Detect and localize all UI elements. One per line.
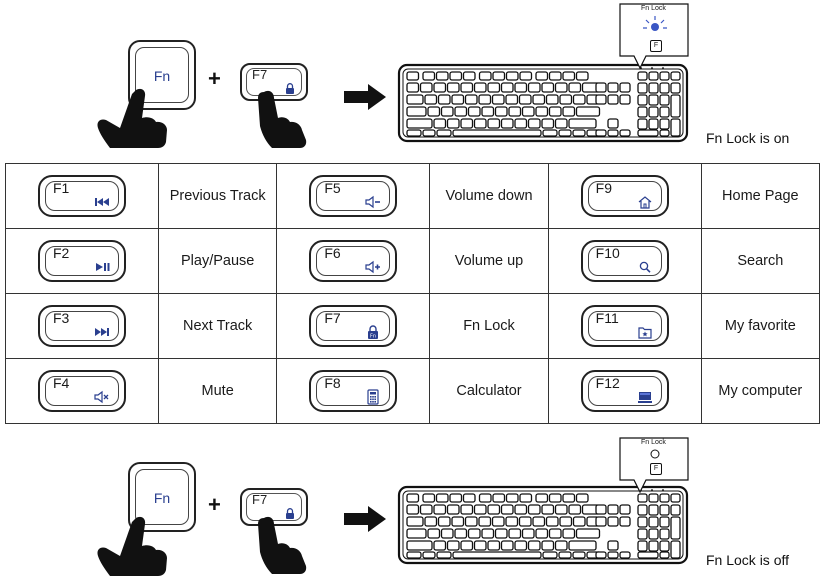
function-key-label: F10 [595, 245, 620, 261]
fn-lock-status: Fn Lock is on [706, 130, 790, 146]
fn-lock-callout [619, 3, 689, 70]
function-key: F6 [309, 240, 398, 282]
svg-text:Fn: Fn [370, 334, 376, 340]
function-key-label: F3 [53, 310, 70, 326]
function-description: Play/Pause [157, 228, 278, 294]
function-key: F12 [580, 370, 669, 412]
function-key-label: F5 [324, 180, 341, 196]
function-key: F4 [38, 370, 126, 412]
mute-icon [94, 390, 109, 404]
fn-lock-on-diagram: Fn + F7 Fn Lock F Fn Lock is on [0, 0, 822, 150]
function-key-label: F7 [324, 310, 341, 326]
fn-lock-status: Fn Lock is off [706, 552, 790, 568]
led-off-icon [650, 449, 660, 459]
function-key-table: F1 Previous Track F5 Volume down F9 Home… [5, 163, 821, 424]
table-row: F3 Next Track F7 Fn Fn Lock F11 My favor… [5, 293, 821, 359]
key-cell: F7 Fn [276, 293, 431, 359]
fn-lock-callout [619, 437, 689, 494]
function-key: F9 [580, 175, 669, 217]
play-pause-icon [96, 263, 110, 271]
key-cell: F4 [5, 358, 159, 424]
arrow-right-icon [344, 84, 386, 110]
hand-pointer-icon [258, 90, 307, 148]
function-description: Search [700, 228, 821, 294]
previous-track-icon [95, 198, 109, 206]
key-cell: F11 [547, 293, 702, 359]
keyboard-illustration [397, 63, 689, 143]
function-description: Mute [157, 358, 278, 424]
f7-key: F7 [240, 488, 308, 526]
function-description: Next Track [157, 293, 278, 359]
callout-key: F [650, 463, 662, 475]
fn-lock-icon [286, 508, 294, 519]
function-description: Volume up [429, 228, 549, 294]
function-key-label: F11 [595, 310, 619, 326]
function-key: F5 [309, 175, 398, 217]
f7-key-label: F7 [252, 492, 268, 507]
key-cell: F9 [547, 163, 702, 229]
function-description: Previous Track [157, 163, 278, 229]
search-icon [639, 261, 651, 273]
key-cell: F2 [5, 228, 159, 294]
function-key: F2 [38, 240, 126, 282]
fn-lock-off-diagram: Fn + F7 Fn Lock F Fn Lock is off [0, 434, 822, 577]
table-row: F4 Mute F8 Calculator F12 My computer [5, 358, 821, 424]
function-key-label: F9 [595, 180, 612, 196]
volume-down-icon [365, 195, 381, 209]
table-row: F1 Previous Track F5 Volume down F9 Home… [5, 163, 821, 229]
callout-label: Fn Lock [641, 5, 666, 12]
hand-pointer-icon [97, 88, 167, 148]
calculator-icon [367, 389, 379, 405]
hand-pointer-icon [97, 516, 167, 576]
function-key-label: F12 [595, 375, 620, 391]
key-cell: F1 [5, 163, 159, 229]
key-cell: F8 [276, 358, 431, 424]
function-key: F10 [580, 240, 669, 282]
fn-lock-icon [286, 83, 294, 94]
function-key: F1 [38, 175, 126, 217]
fn-key-label: Fn [153, 490, 171, 506]
callout-key: F [650, 40, 662, 52]
function-description: Volume down [429, 163, 549, 229]
key-cell: F12 [547, 358, 702, 424]
keyboard-illustration [397, 485, 689, 565]
led-on-icon [643, 16, 667, 31]
plus-sign: + [208, 66, 221, 91]
function-key-label: F1 [53, 180, 70, 196]
key-cell: F3 [5, 293, 159, 359]
table-row: F2 Play/Pause F6 Volume up F10 Search [5, 228, 821, 294]
function-description: My favorite [700, 293, 821, 359]
plus-sign: + [208, 492, 221, 517]
computer-icon [637, 392, 652, 403]
function-key: F7 Fn [309, 305, 398, 347]
function-key-label: F2 [53, 245, 70, 261]
fn-key-label: Fn [153, 68, 171, 84]
function-key-label: F8 [324, 375, 341, 391]
favorite-folder-icon [638, 327, 652, 339]
function-key-label: F6 [324, 245, 341, 261]
function-key: F3 [38, 305, 126, 347]
function-description: Home Page [700, 163, 821, 229]
hand-pointer-icon [258, 516, 307, 574]
function-key-label: F4 [53, 375, 70, 391]
callout-label: Fn Lock [641, 439, 666, 446]
function-description: My computer [700, 358, 821, 424]
fn-lock-icon: Fn [368, 325, 379, 340]
function-description: Calculator [429, 358, 549, 424]
arrow-right-icon [344, 506, 386, 532]
function-key: F11 [580, 305, 669, 347]
function-key: F8 [309, 370, 398, 412]
key-cell: F6 [276, 228, 431, 294]
f7-key-label: F7 [252, 67, 268, 82]
key-cell: F10 [547, 228, 702, 294]
volume-up-icon [365, 260, 381, 274]
key-cell: F5 [276, 163, 431, 229]
function-description: Fn Lock [429, 293, 549, 359]
home-icon [638, 196, 652, 209]
next-track-icon [95, 328, 109, 336]
